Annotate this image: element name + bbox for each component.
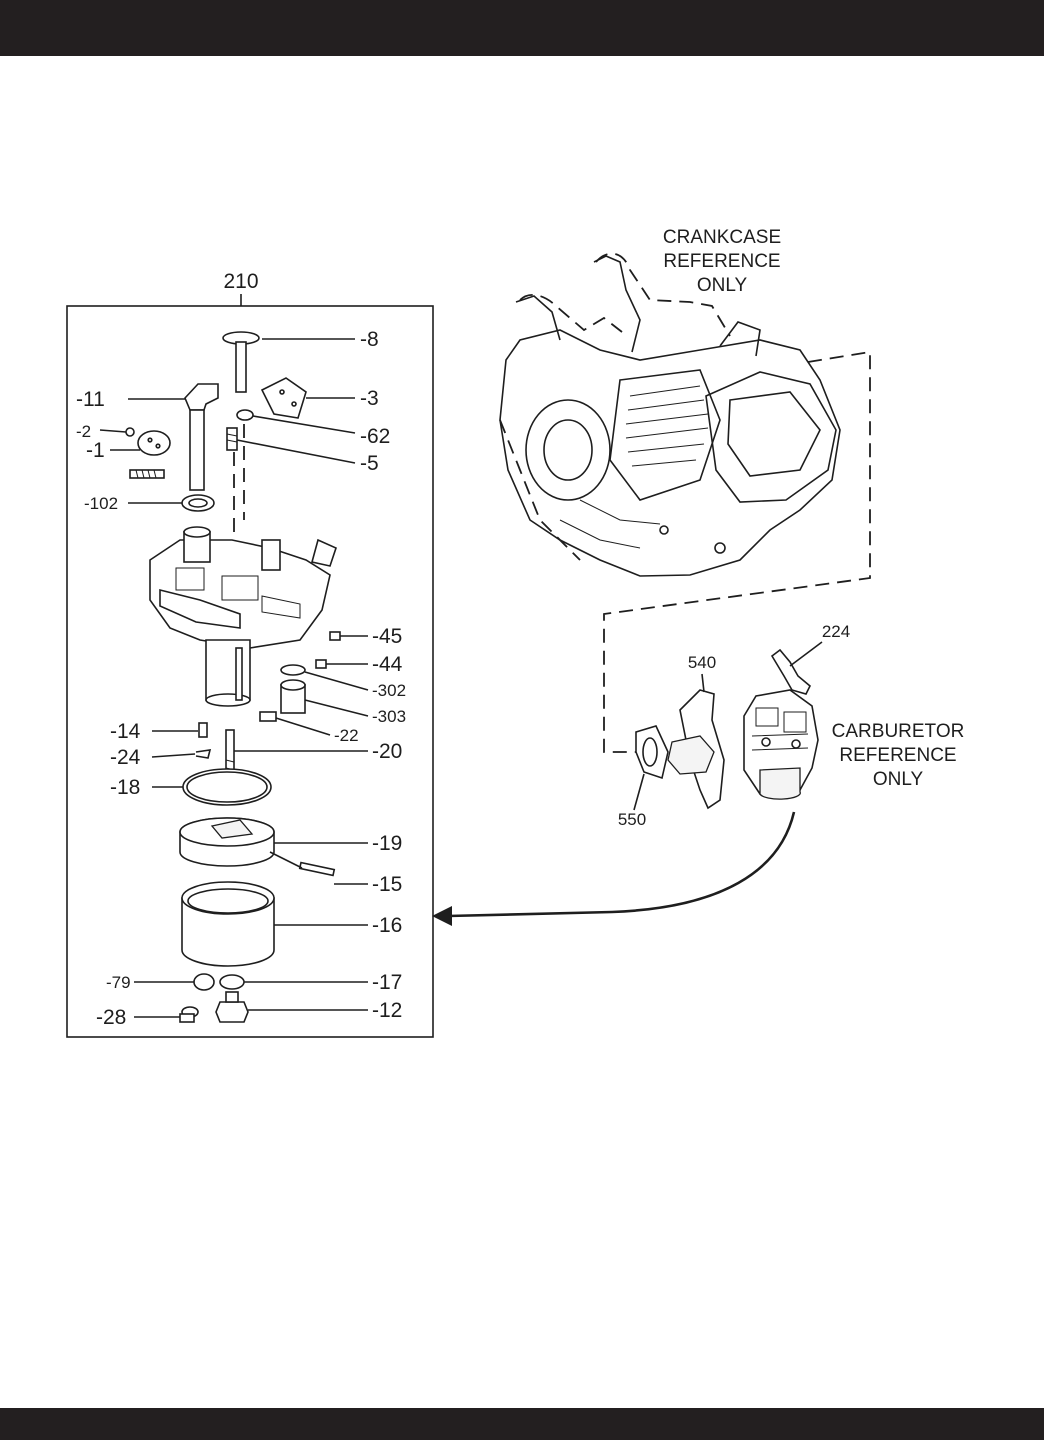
pin-24-part [151,749,212,759]
screw-22-part [259,711,331,736]
float-19-part [179,817,368,867]
spring-screw-part [129,469,165,479]
callout-540: 540 [688,653,716,672]
header-bar [0,0,1044,56]
choke-lever-part [128,383,219,491]
drain-screw-28-part [134,1006,199,1023]
screw-2-part [99,427,135,437]
callout-102: -102 [84,494,118,513]
crankcase-note-line-2: REFERENCE [663,251,780,272]
throttle-plate-part [260,377,355,419]
callout-11: -11 [76,388,105,411]
crankcase-note-line-1: CRANKCASE [663,227,781,248]
callout-303: -303 [372,707,406,726]
callout-5: -5 [360,452,379,475]
callout-62: -62 [360,425,390,448]
callout-17: -17 [372,971,402,994]
callout-22: -22 [334,726,359,745]
callout-12: -12 [372,999,402,1022]
footer-bar [0,1408,1044,1440]
float-pin-15-part [269,851,368,885]
screw-45-part [329,631,368,641]
callout-2: -2 [76,422,91,441]
callout-14: -14 [110,720,141,743]
crankcase-note-line-3: ONLY [697,275,748,296]
gasket-18-part [152,768,272,806]
callout-19: -19 [372,832,402,855]
crankcase-engine-outline [499,252,841,577]
carburetor-note-line-1: CARBURETOR [832,721,965,742]
reference-arrow [447,811,796,918]
callout-3: -3 [360,387,379,410]
float-bowl-16-part [181,881,368,967]
callout-16: -16 [372,914,402,937]
callout-8: -8 [360,328,379,351]
washer-17-part [219,974,368,990]
callout-1: -1 [86,439,105,462]
callout-44: -44 [372,653,403,676]
clip-14-part [152,722,208,738]
gasket-550-part [633,725,669,811]
callout-45: -45 [372,625,402,648]
carburetor-body-part [149,526,337,707]
choke-plate-part [110,430,171,456]
screw-44-part [315,659,368,669]
callout-550: 550 [618,810,646,829]
callout-18: -18 [110,776,140,799]
callout-15: -15 [372,873,402,896]
callout-20: -20 [372,740,402,763]
solenoid-303-part [280,679,369,717]
idle-screw-part [226,427,356,464]
lever-224-part [770,641,823,695]
callout-302: -302 [372,681,406,700]
assembly-frame [66,305,434,1038]
carburetor-note-line-3: ONLY [873,769,924,790]
callout-24: -24 [110,746,141,769]
bowl-nut-12-part [215,991,368,1023]
washer-62-part [236,409,356,434]
callout-28: -28 [96,1006,126,1029]
carburetor-note-line-2: REFERENCE [839,745,956,766]
oring-79-part [134,973,215,991]
assembly-number: 210 [223,270,258,293]
carburetor-reference-body [743,689,819,800]
callout-224: 224 [822,622,850,641]
arrow-head [432,906,452,926]
throttle-shaft-part [222,331,355,393]
seal-102-part [128,494,215,512]
washer-302-part [280,664,369,691]
heat-shield-540-part [667,673,725,810]
reference-dash-line [603,350,871,753]
callout-79: -79 [106,973,131,992]
